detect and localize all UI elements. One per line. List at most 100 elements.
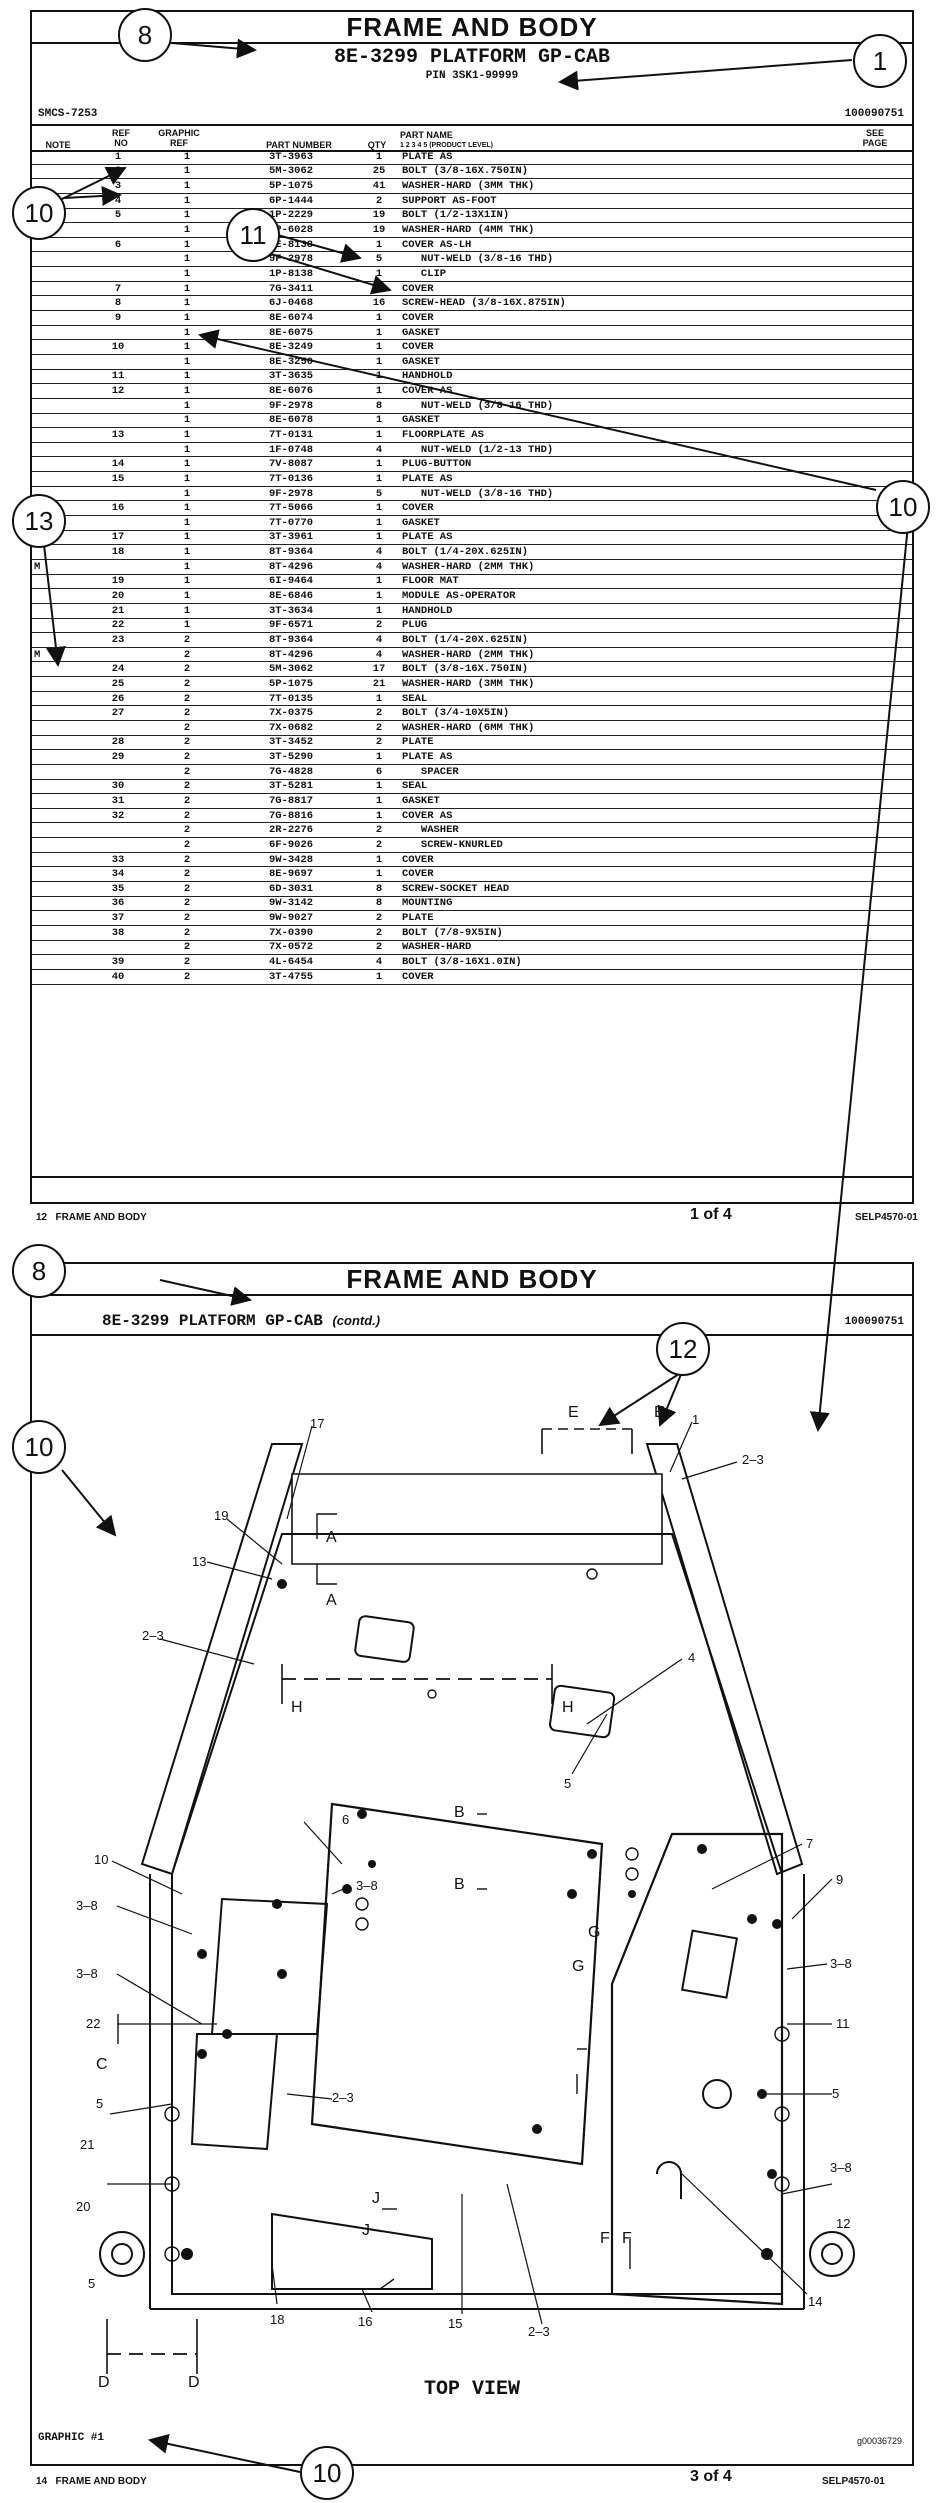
note-cell bbox=[32, 281, 86, 297]
part-name-cell: COVER bbox=[400, 310, 784, 326]
smcs-code: SMCS-7253 bbox=[38, 108, 98, 120]
ref-no-cell bbox=[86, 266, 150, 282]
note-cell bbox=[32, 735, 86, 751]
part-name-cell: CLIP bbox=[400, 266, 784, 282]
see-page-cell bbox=[784, 969, 912, 985]
graphic-ref-cell: 2 bbox=[150, 896, 224, 912]
ref-label-3-8: 3–8 bbox=[76, 1966, 98, 1981]
ref-no-cell bbox=[86, 486, 150, 502]
note-cell bbox=[32, 764, 86, 780]
qty-cell: 19 bbox=[358, 208, 400, 224]
qty-cell: 4 bbox=[358, 647, 400, 663]
ref-no-cell: 27 bbox=[86, 705, 150, 721]
see-page-cell bbox=[784, 193, 912, 209]
see-page-cell bbox=[784, 676, 912, 692]
ref-no-cell: 16 bbox=[86, 500, 150, 517]
ref-no-cell: 31 bbox=[86, 793, 150, 809]
ref-label-15: 15 bbox=[448, 2316, 463, 2331]
ref-label-3-8: 3–8 bbox=[830, 1956, 852, 1971]
page2-title: FRAME AND BODY bbox=[32, 1264, 912, 1296]
see-page-cell bbox=[784, 150, 912, 165]
see-page-cell bbox=[784, 354, 912, 370]
part-number-cell: 5P-1075 bbox=[224, 178, 358, 194]
graphic-ref-cell: 2 bbox=[150, 647, 224, 663]
page2-group-title: 8E-3299 PLATFORM GP-CAB (contd.) bbox=[102, 1312, 380, 1330]
part-number-cell: 9F-2978 bbox=[224, 486, 358, 502]
graphic-ref-cell: 1 bbox=[150, 413, 224, 429]
part-number-cell: 3T-3452 bbox=[224, 735, 358, 751]
graphic-ref-cell: 2 bbox=[150, 940, 224, 956]
part-number-cell: 4L-6454 bbox=[224, 954, 358, 970]
part-name-cell: SPACER bbox=[400, 764, 784, 780]
ref-no-cell bbox=[86, 720, 150, 736]
part-name-cell: WASHER-HARD (2MM THK) bbox=[400, 559, 784, 575]
callout-8: 8 bbox=[12, 1244, 66, 1298]
col-qty: QTY bbox=[367, 140, 387, 150]
part-number-cell: 3T-5281 bbox=[224, 779, 358, 795]
graphic-ref-cell: 1 bbox=[150, 618, 224, 634]
see-page-cell bbox=[784, 456, 912, 473]
ref-no-cell: 18 bbox=[86, 544, 150, 560]
graphic-ref-cell: 2 bbox=[150, 661, 224, 678]
see-page-cell bbox=[784, 310, 912, 326]
see-page-cell bbox=[784, 266, 912, 282]
graphic-ref-cell: 1 bbox=[150, 237, 224, 253]
see-page-cell bbox=[784, 251, 912, 268]
part-name-cell: BOLT (3/8-16X.750IN) bbox=[400, 164, 784, 180]
qty-cell: 2 bbox=[358, 705, 400, 721]
graphic-ref-cell: 1 bbox=[150, 530, 224, 546]
see-page-cell bbox=[784, 295, 912, 312]
group-title: 8E-3299 PLATFORM GP-CAB bbox=[333, 46, 611, 69]
col-ref-no: REF NO bbox=[112, 128, 130, 148]
graphic-ref-cell: 2 bbox=[150, 852, 224, 868]
part-number-cell: 7G-8816 bbox=[224, 808, 358, 824]
part-number-cell: 8T-9364 bbox=[224, 632, 358, 648]
graphic-ref-cell: 1 bbox=[150, 208, 224, 224]
see-page-cell bbox=[784, 603, 912, 619]
qty-cell: 1 bbox=[358, 574, 400, 590]
ref-label-14: 14 bbox=[808, 2294, 823, 2309]
part-number-cell: 6P-1444 bbox=[224, 193, 358, 209]
ref-label-21: 21 bbox=[80, 2137, 95, 2152]
part-name-cell: BOLT (1/4-20X.625IN) bbox=[400, 632, 784, 648]
part-number-cell: 9W-9027 bbox=[224, 910, 358, 926]
note-cell bbox=[32, 881, 86, 897]
note-cell bbox=[32, 837, 86, 853]
part-name-cell: BOLT (3/8-16X1.0IN) bbox=[400, 954, 784, 970]
qty-cell: 1 bbox=[358, 325, 400, 341]
part-name-cell: FLOOR MAT bbox=[400, 574, 784, 590]
graphic-label: GRAPHIC #1 bbox=[38, 2432, 105, 2444]
ref-label-11: 11 bbox=[836, 2016, 850, 2031]
see-page-cell bbox=[784, 954, 912, 970]
note-cell bbox=[32, 398, 86, 414]
part-number-cell: 5P-1075 bbox=[224, 676, 358, 692]
part-number-cell: 8E-3250 bbox=[224, 354, 358, 370]
qty-cell: 1 bbox=[358, 500, 400, 517]
part-number-cell: 7G-4828 bbox=[224, 764, 358, 780]
qty-cell: 1 bbox=[358, 427, 400, 443]
ref-label-2-3: 2–3 bbox=[742, 1452, 764, 1467]
section-c: C bbox=[96, 2056, 108, 2073]
part-name-cell: BOLT (1/4-20X.625IN) bbox=[400, 544, 784, 560]
graphic-ref-cell: 1 bbox=[150, 574, 224, 590]
note-cell bbox=[32, 237, 86, 253]
section-g-bottom: G bbox=[572, 1958, 585, 1975]
note-cell bbox=[32, 325, 86, 341]
see-page-cell bbox=[784, 735, 912, 751]
note-cell bbox=[32, 588, 86, 604]
qty-cell: 16 bbox=[358, 295, 400, 312]
qty-cell: 6 bbox=[358, 764, 400, 780]
note-cell bbox=[32, 852, 86, 868]
note-cell bbox=[32, 266, 86, 282]
note-cell bbox=[32, 251, 86, 268]
see-page-cell bbox=[784, 559, 912, 575]
